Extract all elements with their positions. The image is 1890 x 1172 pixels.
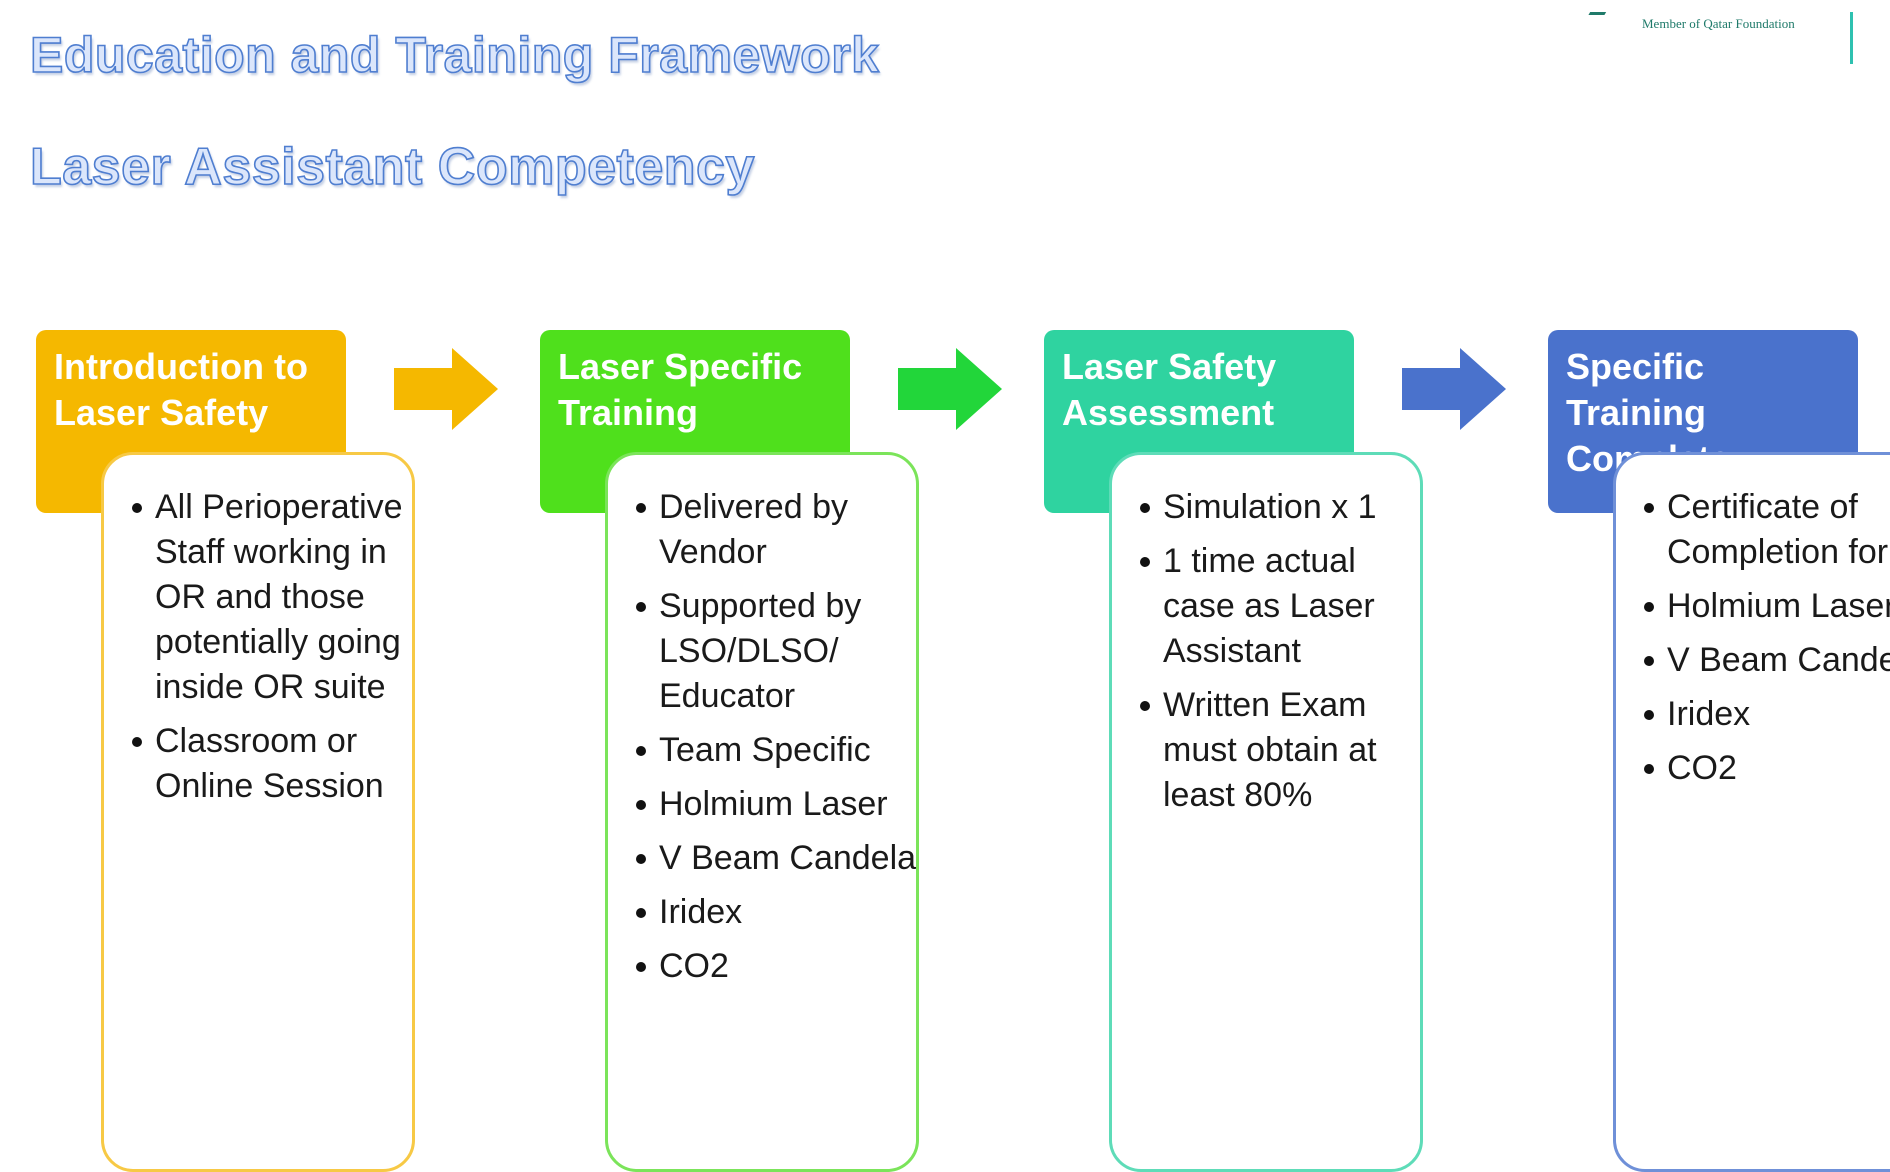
bullet-item: Supported by LSO/DLSO/ Educator (636, 584, 926, 719)
bullet-list: All Perioperative Staff working in OR an… (132, 485, 422, 818)
bullet-item: Holmium Laser (636, 782, 926, 827)
arrow-right-icon (898, 348, 1002, 430)
bullet-item: Certificate of Completion for: (1644, 485, 1890, 575)
stage-training-complete: Specific Training Complete Certificate o… (1548, 330, 1890, 1172)
bullet-item: CO2 (636, 944, 926, 989)
stage-card: Certificate of Completion for: Holmium La… (1613, 452, 1890, 1172)
logo-divider (1850, 12, 1853, 64)
arrow-right-icon (1402, 348, 1506, 430)
bullet-item: V Beam Candela (1644, 638, 1890, 683)
bullet-item: Holmium Laser (1644, 584, 1890, 629)
bullet-item: All Perioperative Staff working in OR an… (132, 485, 422, 710)
bullet-item: Delivered by Vendor (636, 485, 926, 575)
arrow-right-icon (394, 348, 498, 430)
page-subtitle: Laser Assistant Competency (29, 137, 755, 197)
bullet-item: 1 time actual case as Laser Assistant (1140, 539, 1430, 674)
bullet-item: CO2 (1644, 746, 1890, 791)
stage-header: Introduction to Laser Safety (36, 330, 346, 513)
logo-mark-icon (1583, 12, 1607, 23)
logo-text: Member of Qatar Foundation (1642, 16, 1795, 31)
bullet-item: V Beam Candela (636, 836, 926, 881)
bullet-list: Certificate of Completion for: Holmium La… (1644, 485, 1890, 800)
stage-introduction: Introduction to Laser Safety All Periope… (36, 330, 476, 1172)
bullet-item: Iridex (1644, 692, 1890, 737)
bullet-item: Written Exam must obtain at least 80% (1140, 683, 1430, 818)
bullet-item: Simulation x 1 (1140, 485, 1430, 530)
bullet-list: Simulation x 1 1 time actual case as Lase… (1140, 485, 1430, 827)
page-title: Education and Training Framework (29, 26, 880, 84)
bullet-item: Classroom or Online Session (132, 719, 422, 809)
stage-specific-training: Laser Specific Training Delivered by Ven… (540, 330, 980, 1172)
bullet-item: Iridex (636, 890, 926, 935)
bullet-item: Team Specific (636, 728, 926, 773)
stage-card: All Perioperative Staff working in OR an… (101, 452, 415, 1172)
